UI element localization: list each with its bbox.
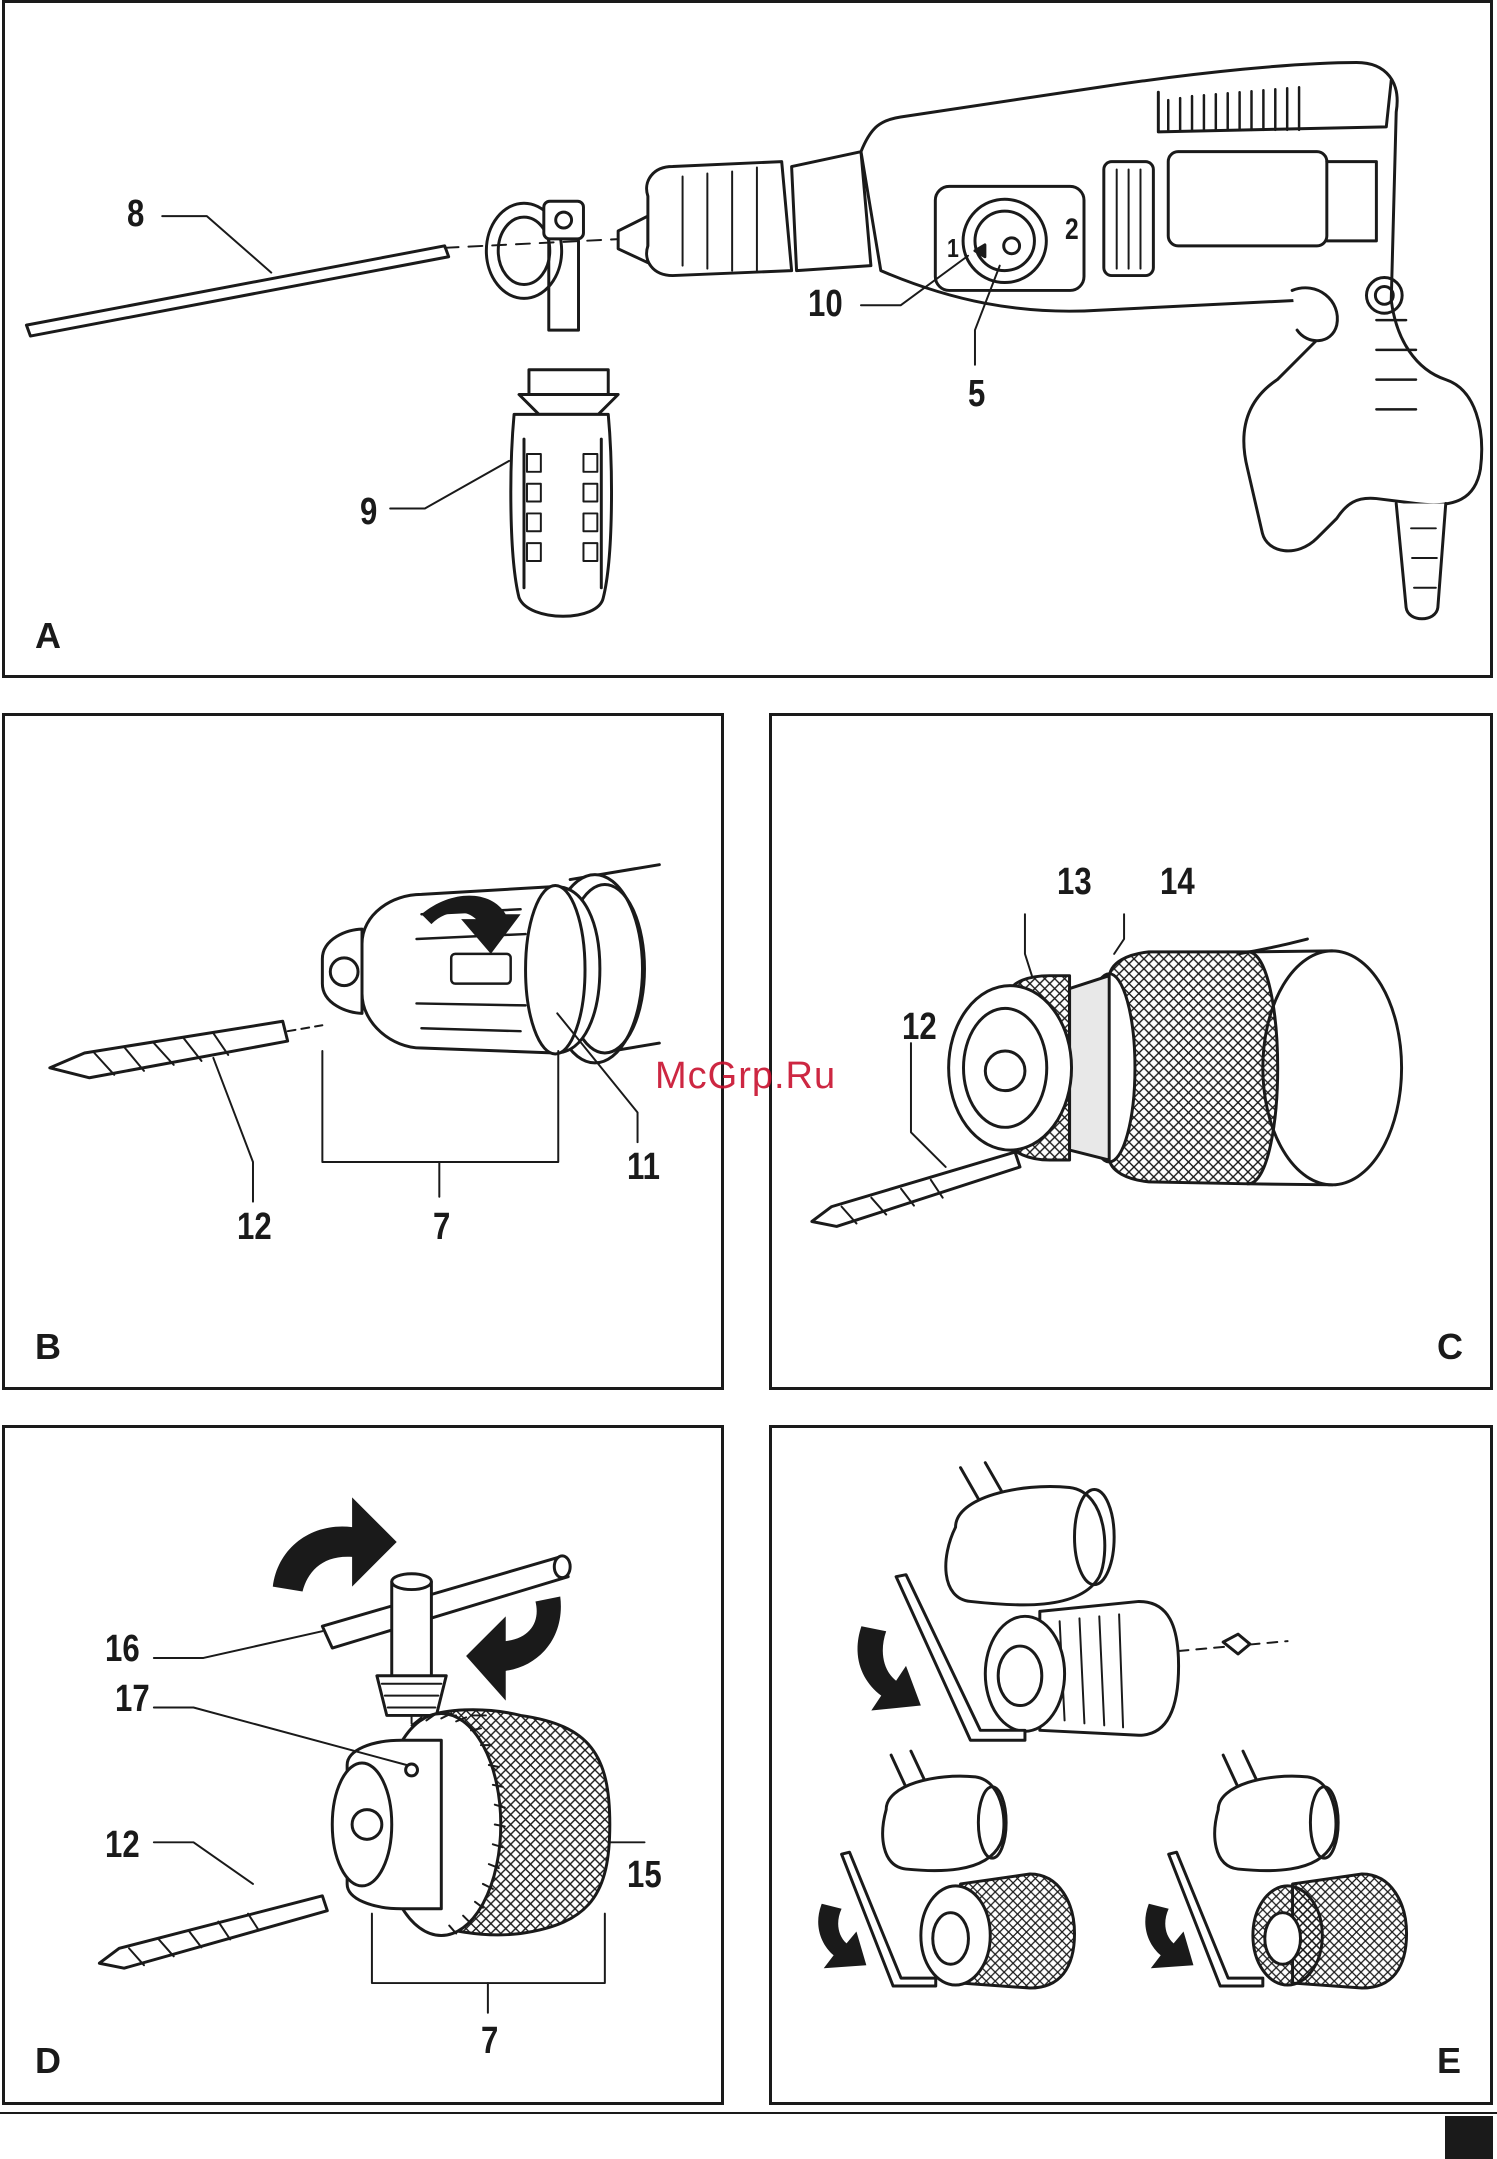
- panel-label-c: C: [1437, 1326, 1463, 1368]
- callout-17: 17: [115, 1678, 150, 1721]
- panel-e: E: [769, 1425, 1493, 2105]
- callout-12: 12: [237, 1206, 272, 1249]
- callout-14: 14: [1160, 861, 1195, 904]
- panel-c: 13 14 12 C: [769, 713, 1493, 1390]
- callout-12-c: 12: [902, 1006, 937, 1049]
- panel-label-e: E: [1437, 2040, 1461, 2082]
- chuck-removal-illustration: [772, 1428, 1490, 2102]
- callout-13: 13: [1057, 861, 1092, 904]
- callout-16: 16: [105, 1628, 140, 1671]
- panel-d: 16 17 12 15 7 D: [2, 1425, 724, 2105]
- callout-15: 15: [627, 1854, 662, 1897]
- callout-5: 5: [968, 373, 985, 416]
- callout-12-d: 12: [105, 1824, 140, 1867]
- keyless-chuck-illustration: [5, 716, 721, 1387]
- callout-8: 8: [127, 193, 144, 236]
- sleeve-chuck-illustration: [772, 716, 1490, 1387]
- panel-b: 12 7 11 B: [2, 713, 724, 1390]
- watermark-text: McGrp.Ru: [655, 1055, 836, 1098]
- dial-mark-1: 1: [947, 233, 959, 264]
- callout-7: 7: [433, 1206, 450, 1249]
- panel-label-d: D: [35, 2040, 61, 2082]
- panel-a: 8 10 5 9 1 2 A: [2, 0, 1493, 678]
- drill-assembly-illustration: [5, 3, 1490, 675]
- footer-rule: [0, 2112, 1497, 2114]
- key-chuck-illustration: [5, 1428, 721, 2102]
- panel-label-a: A: [35, 615, 61, 657]
- panel-label-b: B: [35, 1326, 61, 1368]
- callout-9: 9: [360, 491, 377, 534]
- callout-10: 10: [808, 283, 843, 326]
- callout-11: 11: [627, 1146, 660, 1189]
- dial-mark-2: 2: [1065, 213, 1079, 247]
- callout-7-d: 7: [481, 2020, 498, 2063]
- page-corner-block: [1445, 2116, 1493, 2159]
